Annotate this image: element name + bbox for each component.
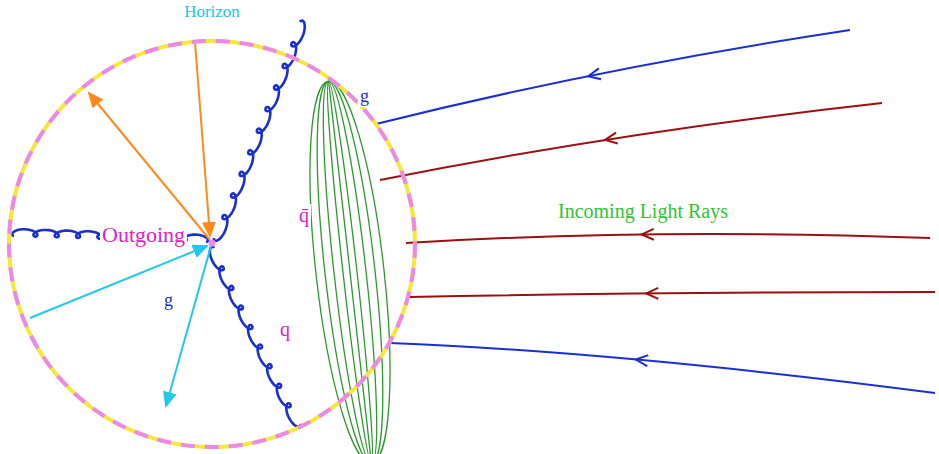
ellipse-outline [295, 77, 405, 454]
horizon-heading: Horizon [8, 2, 416, 22]
ellipse-meridian [313, 79, 388, 454]
horizon-circle: Horizon [8, 0, 416, 452]
light-ray [390, 343, 935, 393]
antiquark-label: q̄ [297, 204, 311, 227]
incoming-rays [376, 30, 935, 393]
origin-point [209, 240, 216, 247]
ray-arrowheads [588, 68, 658, 366]
horizon-outline [8, 0, 416, 452]
ellipse-meridian [304, 78, 396, 454]
light-ray [380, 103, 882, 180]
gluon-lines [12, 21, 305, 427]
horizon-dashes [9, 41, 415, 447]
ray-arrowhead [605, 133, 618, 144]
ray-arrowhead [588, 68, 601, 79]
rays-label: Incoming Light Rays [556, 200, 730, 223]
ellipse-meridian [322, 80, 379, 454]
gluon-line [210, 247, 300, 427]
ellipse-meridian [329, 81, 372, 454]
orange-arrow [89, 93, 210, 240]
light-ray [406, 234, 930, 243]
cyan-arrow [30, 246, 207, 318]
ray-arrowhead [636, 355, 648, 366]
orange-arrow [195, 42, 210, 236]
ray-arrowhead [646, 288, 658, 299]
horizon-ring [9, 41, 415, 447]
gluon-line [214, 21, 305, 241]
ray-arrowhead [642, 229, 654, 240]
light-ray [410, 292, 935, 297]
light-cone-ellipse [295, 77, 405, 454]
light-ray [376, 30, 850, 124]
radius-arrows [30, 42, 211, 406]
outgoing-label: Outgoing [100, 222, 187, 247]
gluon-label: g [358, 86, 371, 107]
gluon-line [12, 229, 208, 242]
gluon-label: g [162, 290, 175, 311]
cyan-arrow [166, 246, 211, 406]
quark-label: q [278, 318, 292, 341]
